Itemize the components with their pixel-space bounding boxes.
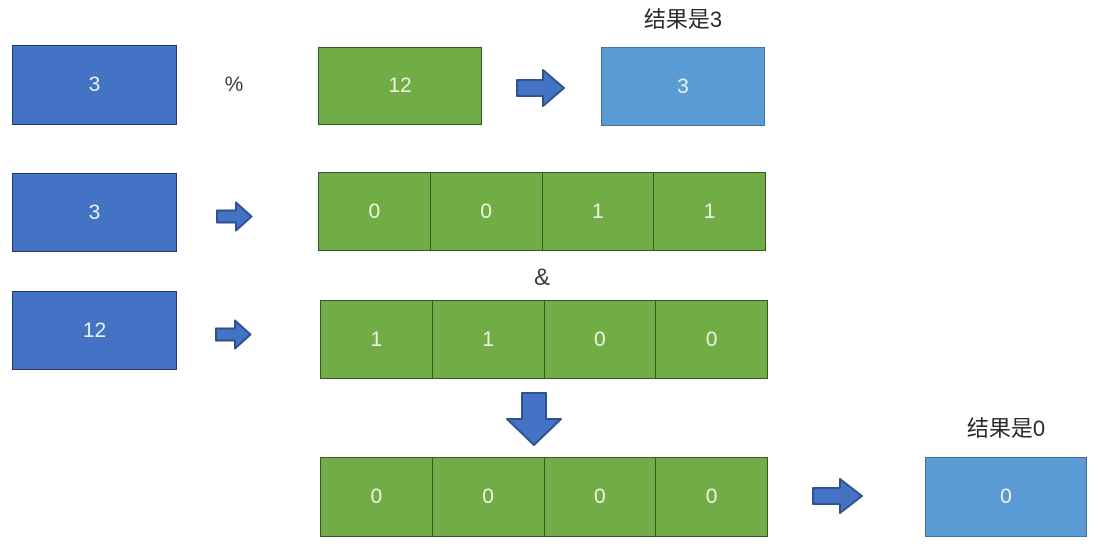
- bit-cell: 1: [703, 199, 716, 223]
- modulo-right-operand-box: 12: [318, 47, 482, 125]
- bit-cell: 0: [431, 173, 543, 250]
- binary-b-bit-row: 1 1 0 0: [320, 300, 768, 379]
- binary-b-operand-value: 12: [82, 318, 107, 342]
- bit-cell: 0: [433, 458, 545, 536]
- bit-cell: 1: [321, 301, 433, 378]
- binary-b-operand-box: 12: [12, 291, 177, 370]
- result-bit-row: 0 0 0 0: [320, 457, 768, 537]
- bit-cell: 0: [705, 485, 718, 508]
- right-arrow-icon: [215, 319, 252, 350]
- and-result-title: 结果是0: [966, 416, 1046, 441]
- right-arrow-icon: [516, 68, 566, 108]
- bit-cell: 1: [543, 173, 655, 250]
- modulo-result-title: 结果是3: [643, 7, 723, 32]
- bit-cell: 0: [545, 301, 657, 378]
- modulo-left-operand-value: 3: [88, 73, 101, 96]
- modulo-right-operand-value: 12: [388, 74, 412, 97]
- and-result-box: 0: [925, 457, 1087, 537]
- bitwise-and-operator-label: &: [533, 264, 550, 291]
- binary-a-bit-row: 0 0 1 1: [318, 172, 766, 251]
- bit-cell: 0: [705, 327, 718, 351]
- down-arrow-icon: [505, 392, 563, 447]
- right-arrow-icon: [216, 201, 253, 232]
- binary-a-operand-value: 3: [88, 200, 101, 224]
- modulo-operator-label: %: [224, 73, 244, 96]
- modulo-result-value: 3: [677, 74, 689, 98]
- binary-a-operand-box: 3: [12, 173, 177, 252]
- bit-cell: 0: [321, 458, 433, 536]
- right-arrow-icon: [812, 477, 864, 515]
- modulo-result-box: 3: [601, 47, 765, 126]
- bit-cell: 0: [545, 458, 657, 536]
- bit-cell: 0: [319, 173, 431, 250]
- and-result-value: 0: [1000, 485, 1012, 508]
- modulo-left-operand-box: 3: [12, 45, 177, 125]
- bit-cell: 1: [433, 301, 545, 378]
